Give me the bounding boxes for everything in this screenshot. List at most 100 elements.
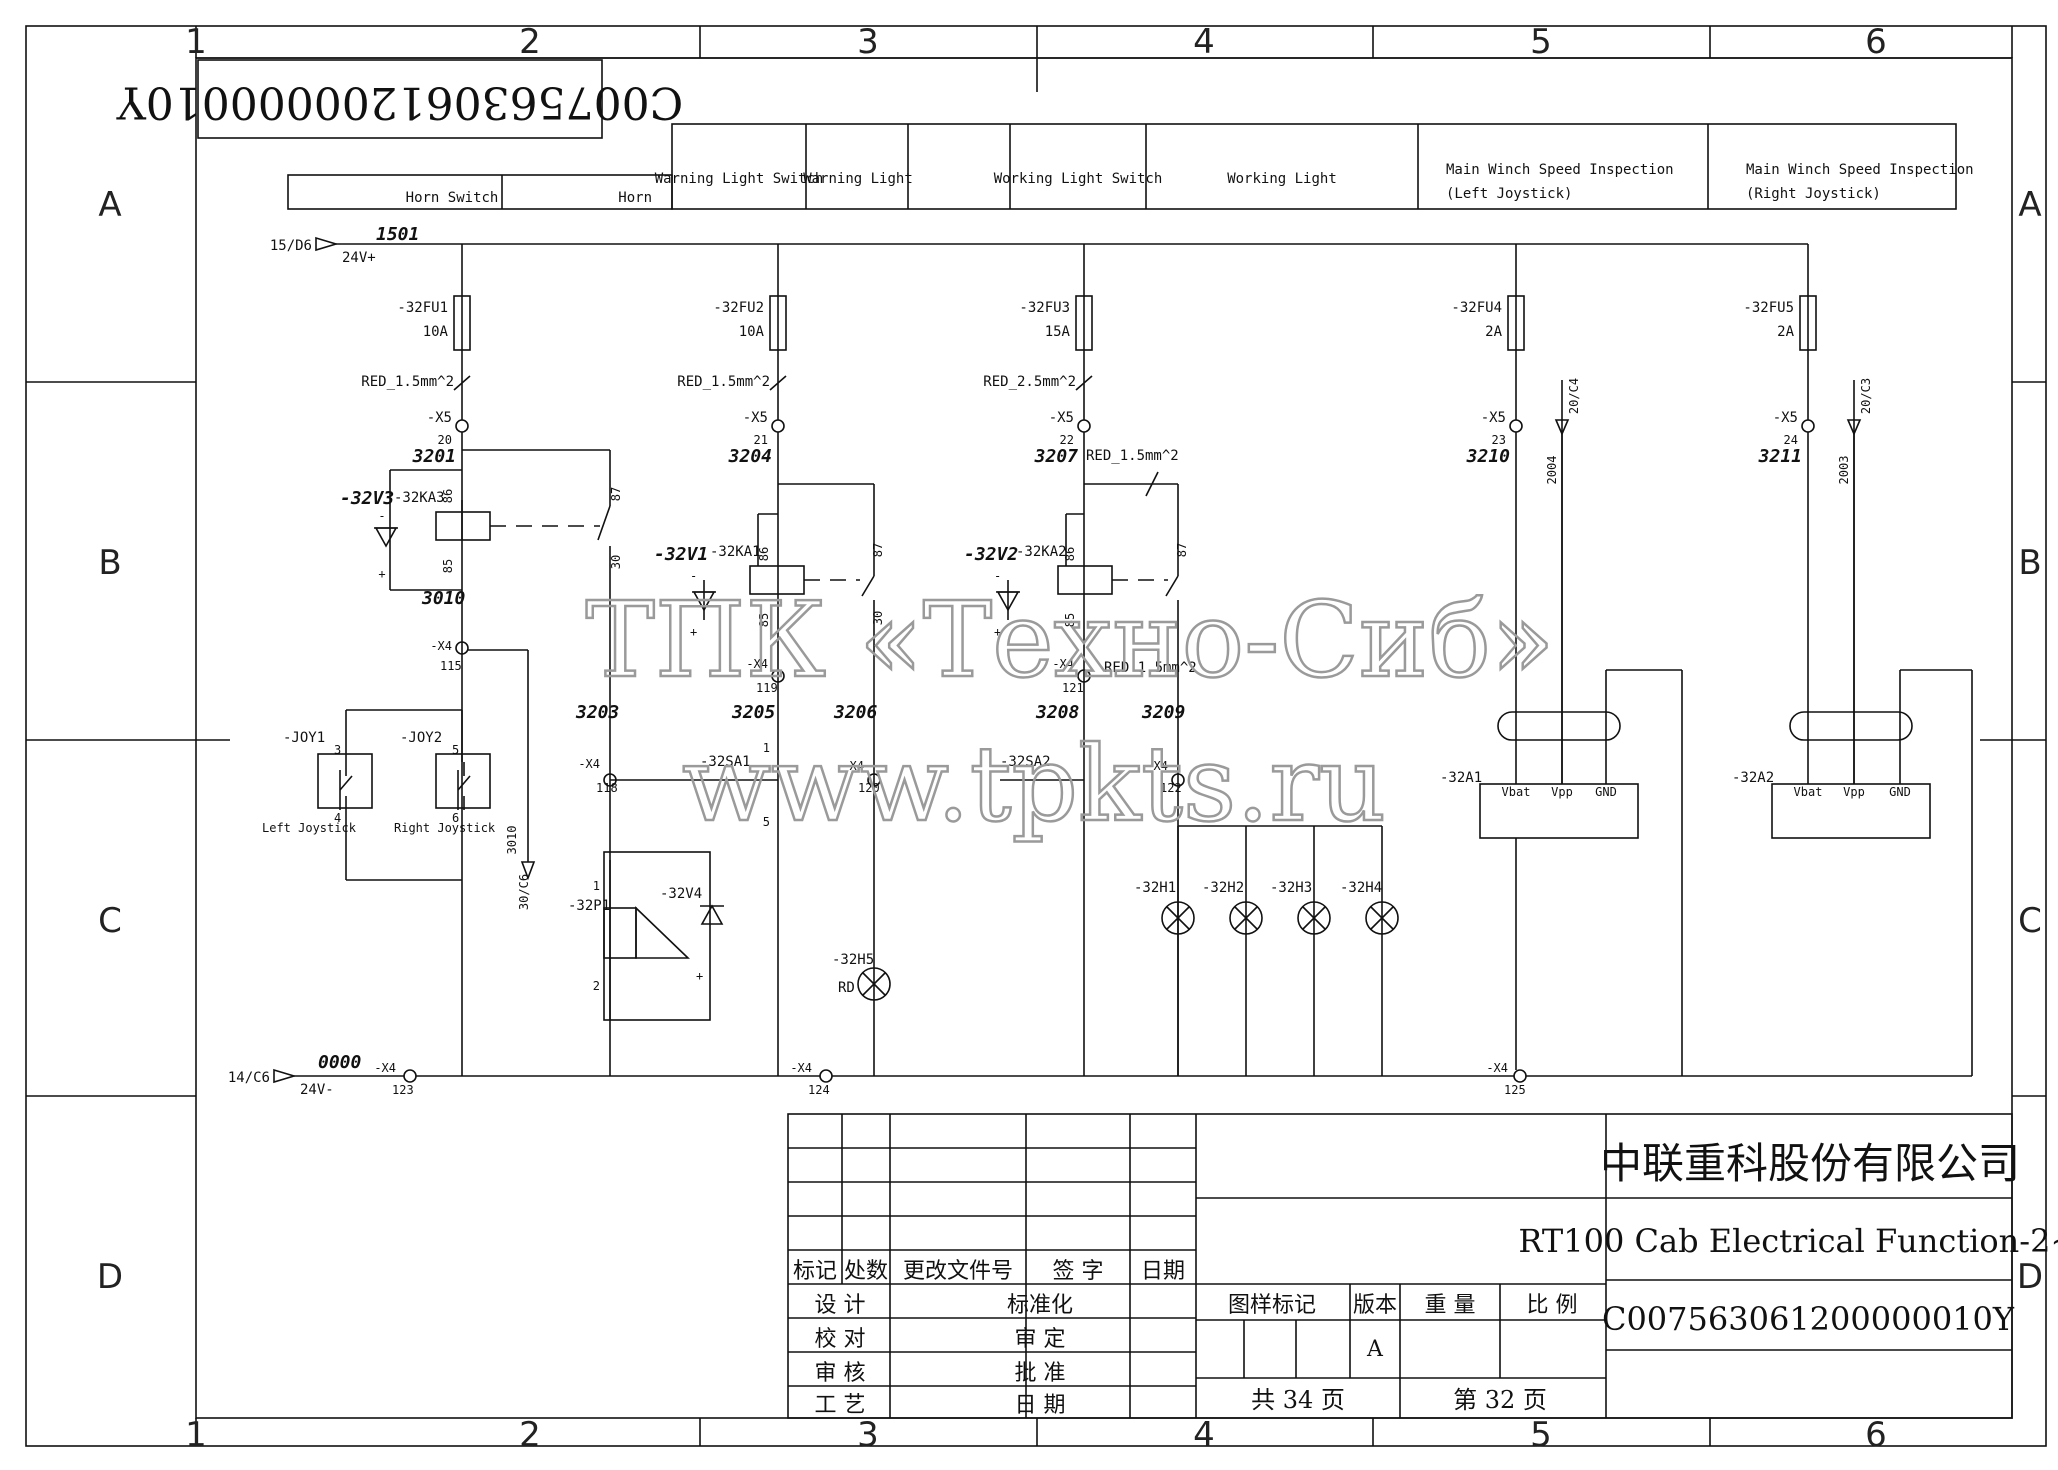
fuse-5-signal-ref: 20/C3	[1859, 378, 1873, 414]
fuse-2-term: -X5	[743, 410, 768, 426]
work-lamps: -32H1 -32H2 -32H3 -32H4	[1134, 880, 1399, 935]
term-122-num: 122	[1160, 781, 1182, 795]
relay-ka2-label: -32KA2	[1016, 544, 1067, 560]
header-working-light: Working Light	[1227, 171, 1337, 187]
grid-row-d: D	[97, 1257, 123, 1297]
diode-v1-label: -32V1	[654, 544, 708, 565]
wire-3010: 3010	[421, 588, 466, 609]
joy2-label: -JOY2	[400, 730, 442, 746]
grid-row-d-right: D	[2017, 1257, 2043, 1297]
v3-plus: +	[378, 567, 385, 581]
watermark-company: ТПК «Техно-Сиб»	[585, 579, 1554, 701]
tb-total-pages: 共 34 页	[1251, 1386, 1345, 1414]
term-x4-118-label: -X4	[578, 757, 600, 771]
term-x4-124-label: -X4	[790, 1061, 812, 1075]
term-118-num: 118	[596, 781, 618, 795]
grid-row-b: B	[98, 543, 121, 583]
grid-row-c: C	[98, 901, 122, 941]
supply-plus-label: 24V+	[342, 250, 376, 266]
diode-v2-label: -32V2	[964, 544, 1018, 565]
wire-3010-ref: 3010	[505, 826, 519, 855]
p1-label: -32P1	[568, 898, 610, 914]
supply-minus-rail: 14/C6 24V- 0000 -X4 123 -X4 124 -X4 125	[228, 1052, 1972, 1098]
term-115-num: 115	[440, 659, 462, 673]
fuse-3-name: -32FU3	[1019, 300, 1070, 316]
grid-col-3-bottom: 3	[857, 1415, 879, 1455]
function-headers: Horn Switch Horn Warning Light Switch Wa…	[287, 123, 1974, 210]
ka3-pin-30: 30	[609, 555, 623, 569]
working-light-circuit: -32V2 -32KA2 - + 86 85 87 RED_1.5mm^2 -X…	[964, 432, 1383, 1076]
tb-signature: 签 字	[1053, 1259, 1104, 1284]
fuse-3-terminal	[1077, 419, 1091, 433]
left-joystick-label: Left Joystick	[262, 821, 357, 835]
header-horn-switch: Horn Switch	[406, 190, 499, 206]
grid-row-a-right: A	[2018, 185, 2041, 225]
tb-title: RT100 Cab Electrical Function-2~2	[1518, 1222, 2058, 1260]
fuse-3-term-num: 22	[1060, 433, 1074, 447]
tb-check: 校 对	[815, 1327, 866, 1352]
h5-color: RD	[838, 980, 855, 996]
watermark: ТПК «Техно-Сиб» www.tpkts.ru	[584, 578, 1556, 847]
lamp-h3: -32H3	[1270, 880, 1331, 935]
tb-version-head: 版本	[1353, 1293, 1397, 1318]
lamp-h2: -32H2	[1202, 880, 1263, 935]
header-winch-left-1: Main Winch Speed Inspection	[1446, 162, 1674, 178]
grid-col-4-bottom: 4	[1193, 1415, 1215, 1455]
tb-process: 工 艺	[815, 1393, 866, 1418]
term-x4-120-label: -X4	[842, 759, 864, 773]
term-x4-115-label: -X4	[430, 639, 452, 653]
grid-row-a: A	[98, 185, 121, 225]
grid-col-4: 4	[1193, 22, 1215, 62]
ka1-pin-87: 87	[871, 543, 885, 557]
tb-number: C007563061200000010Y	[1602, 1300, 2015, 1338]
drawing-number-upside-down: C007563061200000010Y	[116, 77, 684, 128]
h3-label: -32H3	[1270, 880, 1312, 896]
fuse-3-wire-tick	[1075, 375, 1093, 391]
ka1-pin-86: 86	[757, 547, 771, 561]
supply-plus-wire: 1501	[376, 224, 419, 245]
joy2-pin-5: 5	[452, 743, 459, 757]
wire-3203: 3203	[575, 702, 619, 723]
tb-date-2: 日 期	[1015, 1393, 1066, 1418]
ka3-pin-87: 87	[609, 487, 623, 501]
grid-col-5: 5	[1530, 22, 1552, 62]
ka2-pin-85: 85	[1063, 613, 1077, 627]
fuse-1-rating: 10A	[423, 324, 449, 340]
term-123-num: 123	[392, 1083, 414, 1097]
grid-col-3: 3	[857, 22, 879, 62]
header-horn: Horn	[618, 190, 652, 206]
a1-vpp: Vpp	[1551, 785, 1573, 799]
winch-sensor-left: Vbat Vpp GND -32A1	[1440, 432, 1683, 1076]
fuse-4-out-wire: 3210	[1466, 446, 1511, 467]
grid-col-1-bottom: 1	[185, 1415, 207, 1455]
v2-plus: +	[994, 625, 1001, 639]
fuse-3-rating: 15A	[1045, 324, 1071, 340]
a1-label: -32A1	[1440, 770, 1482, 786]
header-warning-light-switch: Warning Light Switch	[655, 171, 824, 187]
fuse-4-term-num: 23	[1492, 433, 1506, 447]
wire-red-1-5-b: RED_1.5mm^2	[1086, 448, 1179, 464]
tb-count: 处数	[844, 1259, 888, 1284]
fuse-4-signal-ref: 20/C4	[1567, 378, 1581, 414]
supply-minus-ref: 14/C6	[228, 1070, 270, 1086]
grid-col-6-bottom: 6	[1865, 1415, 1887, 1455]
grid-row-b-right: B	[2018, 543, 2041, 583]
h4-label: -32H4	[1340, 880, 1382, 896]
ref-30-c6: 30/C6	[517, 874, 531, 910]
fuse-5-rating: 2A	[1777, 324, 1794, 340]
wire-3205: 3205	[731, 702, 776, 723]
a2-vpp: Vpp	[1843, 785, 1865, 799]
winch-sensor-right: Vbat Vpp GND -32A2	[1732, 432, 1973, 1076]
v4-plus: +	[696, 969, 703, 983]
sa1-pin-5: 5	[763, 815, 770, 829]
grid-labels: 1 2 3 4 5 6 1 2 3 4 5 6 A B C D A B C D	[97, 22, 2043, 1455]
term-124-num: 124	[808, 1083, 830, 1097]
fuse-1-terminal	[455, 419, 469, 433]
fuse-5-signal-wire: 2003	[1837, 456, 1851, 485]
grid-col-2: 2	[519, 22, 541, 62]
term-x4-119-label: -X4	[746, 657, 768, 671]
header-working-light-switch: Working Light Switch	[994, 171, 1163, 187]
fuse-2-terminal	[771, 419, 785, 433]
v1-minus: -	[690, 569, 697, 583]
term-x4-121-label: -X4	[1052, 657, 1074, 671]
